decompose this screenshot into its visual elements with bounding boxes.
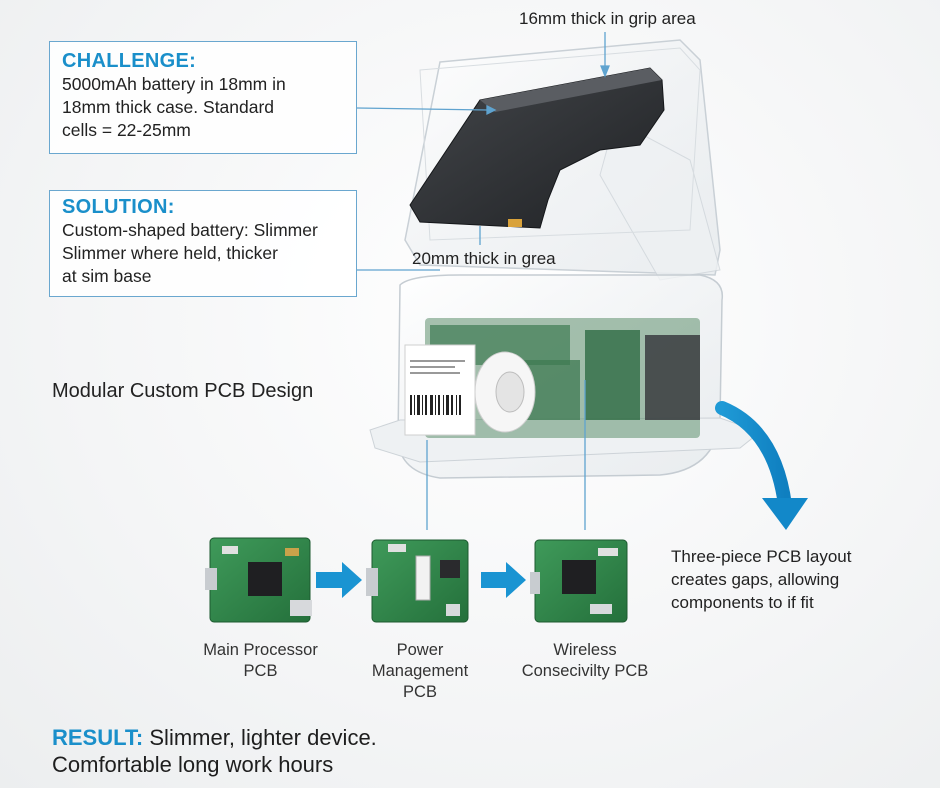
pcb-flow-arrows bbox=[316, 562, 526, 598]
base-thickness-label: 20mm thick in grea bbox=[412, 249, 556, 268]
pcb-label-main-processor: Main Processor PCB bbox=[203, 641, 318, 680]
solution-heading: SOLUTION: bbox=[62, 196, 175, 218]
pcb-wireless-connectivity bbox=[530, 539, 628, 623]
pcb-layout-note: Three-piece PCB layout creates gaps, all… bbox=[671, 547, 852, 612]
result-statement: RESULT: Slimmer, lighter device. Comfort… bbox=[52, 724, 377, 778]
grip-thickness-label: 16mm thick in grip area bbox=[519, 9, 696, 28]
battery-pack bbox=[409, 67, 665, 229]
result-line1: Slimmer, lighter device. bbox=[143, 725, 377, 750]
solution-callout: SOLUTION: Custom-shaped battery: Slimmer… bbox=[49, 190, 357, 297]
curved-down-arrow bbox=[715, 401, 808, 530]
challenge-callout: CHALLENGE: 5000mAh battery in 18mm in 18… bbox=[49, 41, 357, 154]
pcb-main-processor bbox=[205, 537, 312, 623]
pcb-label-power-management: Power Management PCB bbox=[371, 641, 469, 701]
pcb-label-wireless: Wireless Consecivilty PCB bbox=[521, 641, 649, 680]
leader-lines bbox=[356, 32, 610, 530]
challenge-heading: CHALLENGE: bbox=[62, 50, 197, 72]
modular-pcb-heading: Modular Custom PCB Design bbox=[52, 380, 314, 402]
pcb-power-management bbox=[366, 539, 469, 623]
solution-body: Custom-shaped battery: Slimmer Slimmer w… bbox=[62, 220, 318, 286]
result-line2: Comfortable long work hours bbox=[52, 752, 334, 777]
result-keyword: RESULT: bbox=[52, 725, 144, 750]
transparent-case-base bbox=[369, 274, 762, 479]
challenge-body: 5000mAh battery in 18mm in 18mm thick ca… bbox=[62, 74, 286, 140]
